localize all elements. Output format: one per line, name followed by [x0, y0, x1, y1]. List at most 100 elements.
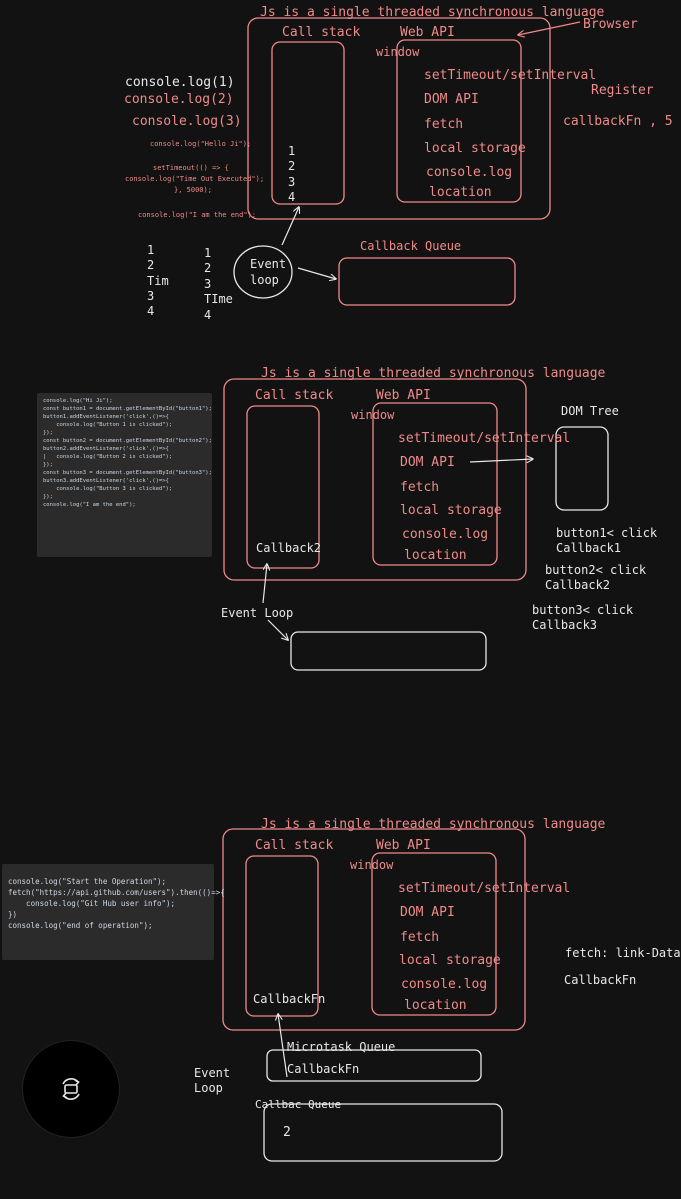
s2-api-item-0: setTimeout/setInterval — [398, 431, 571, 446]
s2-code-line: | console.log("Button 2 is clicked"); — [43, 454, 173, 460]
s2-outer-box — [223, 378, 527, 581]
s3-call-stack-label: Call stack — [255, 838, 334, 853]
s3-code-line: }) — [8, 910, 18, 919]
s1-event-loop-circle — [233, 245, 293, 299]
s2-note-4: button3< click — [532, 603, 634, 617]
s1-out2-4: 4 — [204, 308, 212, 322]
s2-api-item-5: location — [404, 548, 467, 563]
s2-code-line: button3.addEventListener('click',()=>{ — [43, 478, 169, 484]
s3-web-api-box — [371, 852, 497, 1016]
s2-event-loop-label: Event Loop — [221, 606, 294, 620]
s3-event-loop-label-0: Event — [194, 1066, 231, 1080]
s2-api-item-1: DOM API — [400, 455, 455, 470]
s1-out2-1: 2 — [204, 261, 212, 275]
s1-out1-4: 4 — [147, 304, 155, 318]
s2-note-0: button1< click — [556, 526, 658, 540]
s1-code-2: console.log("Time Out Executed"); — [125, 175, 265, 183]
s1-out1-0: 1 — [147, 243, 155, 257]
s2-web-api-label: Web API — [376, 388, 431, 403]
s2-call-stack-box — [246, 405, 320, 569]
s2-code-panel: console.log("Hi Ji"); const button1 = do… — [37, 393, 212, 557]
s3-fetch-note: fetch: link-Data — [565, 946, 681, 960]
s1-out2-2: 3 — [204, 277, 212, 291]
s2-arrow-loop-down — [267, 619, 288, 640]
s3-api-item-0: setTimeout/setInterval — [398, 881, 571, 896]
s1-stack-num-2: 3 — [288, 175, 296, 189]
s2-arrow-loop-up — [262, 564, 267, 604]
s3-code-line: console.log("Git Hub user info"); — [8, 899, 176, 908]
s1-register-label: Register — [591, 83, 654, 98]
s1-console-line-2: console.log(3) — [132, 114, 242, 129]
s2-code-line: const button3 = document.getElementById(… — [43, 470, 212, 476]
s1-callbackfn-label: callbackFn , 5 — [563, 114, 673, 129]
s1-stack-num-3: 4 — [288, 190, 296, 204]
sync-icon — [62, 1078, 80, 1100]
s2-code-line: console.log("Hi Ji"); — [43, 398, 113, 404]
s3-microtask-box — [266, 1049, 482, 1082]
s1-out1-2: Tim — [147, 274, 169, 288]
s1-callback-queue-box — [338, 257, 516, 306]
s1-code-3: }, 5000); — [174, 186, 212, 194]
s1-event-loop-label-1: loop — [250, 273, 279, 287]
s3-api-item-1: DOM API — [400, 905, 455, 920]
s1-arrow-loop-to-queue — [297, 267, 336, 279]
s3-api-item-5: location — [404, 998, 467, 1013]
diagram-canvas — [0, 17, 609, 1162]
s2-queue-box — [290, 631, 487, 671]
s3-event-loop-label-1: Loop — [194, 1081, 223, 1095]
s1-window-label: window — [376, 45, 420, 59]
s1-out2-0: 1 — [204, 246, 212, 260]
s2-note-1: Callback1 — [556, 541, 622, 555]
s2-title: Js is a single threaded synchronous lang… — [261, 366, 606, 381]
s3-callbackfn-note: CallbackFn — [564, 973, 637, 987]
s2-code-line: button2.addEventListener('click',()=>{ — [43, 446, 169, 452]
s2-code-line: const button1 = document.getElementById(… — [43, 406, 212, 412]
s2-api-item-2: fetch — [400, 480, 440, 495]
s2-web-api-box — [372, 402, 498, 566]
s2-code-line: console.log("Button 3 is clicked"); — [43, 486, 173, 492]
s1-out2-3: TIme — [204, 292, 233, 306]
s3-web-api-label: Web API — [376, 838, 431, 853]
s2-code-line: console.log("Button 1 is clicked"); — [43, 422, 173, 428]
s3-code-line: console.log("Start the Operation"); — [8, 877, 167, 886]
s2-api-item-3: local storage — [400, 503, 502, 518]
s1-api-item-4: console.log — [426, 165, 513, 180]
s1-code-4: console.log("I am the end"); — [138, 211, 257, 219]
s2-code-line: console.log("I am the end"); — [43, 502, 136, 508]
s2-window-label: window — [351, 408, 395, 422]
s2-code-line: }); — [43, 430, 53, 436]
s1-stack-num-1: 2 — [288, 159, 296, 173]
s3-api-item-3: local storage — [399, 953, 501, 968]
s1-stack-num-0: 1 — [288, 144, 296, 158]
s1-console-line-1: console.log(2) — [124, 92, 234, 107]
s2-dom-tree-box — [555, 426, 609, 511]
s2-call-stack-label: Call stack — [255, 388, 334, 403]
s2-api-item-4: console.log — [402, 527, 489, 542]
s3-title: Js is a single threaded synchronous lang… — [261, 817, 606, 832]
s1-web-api-label: Web API — [400, 25, 455, 40]
s1-outer-box — [247, 17, 551, 220]
s1-call-stack-box — [271, 41, 345, 205]
s1-out1-3: 3 — [147, 289, 155, 303]
s1-api-item-2: fetch — [424, 117, 464, 132]
s3-code-line: console.log("end of operation"); — [8, 921, 153, 930]
s1-callback-queue-label: Callback Queue — [360, 239, 462, 253]
s3-callback-queue-item: 2 — [283, 1125, 291, 1140]
s2-stack-item: Callback2 — [256, 541, 322, 555]
s3-api-item-4: console.log — [401, 977, 488, 992]
s2-note-5: Callback3 — [532, 618, 598, 632]
s1-api-item-0: setTimeout/setInterval — [424, 68, 597, 83]
s3-code-line: fetch("https://api.github.com/users").th… — [8, 888, 225, 897]
s1-call-stack-label: Call stack — [282, 25, 361, 40]
s2-arrow-dom — [469, 459, 533, 462]
s1-web-api-box — [396, 39, 522, 203]
s1-api-item-3: local storage — [424, 141, 526, 156]
s2-dom-tree-label: DOM Tree — [561, 404, 619, 418]
s2-code-line: }); — [43, 462, 53, 468]
s2-note-2: button2< click — [545, 563, 647, 577]
s3-code-panel: console.log("Start the Operation"); fetc… — [2, 864, 225, 960]
sync-button[interactable] — [22, 1040, 120, 1138]
s3-callback-queue-label: Callbac Queue — [255, 1098, 342, 1111]
s1-out1-1: 2 — [147, 258, 155, 272]
s2-code-line: }); — [43, 494, 53, 500]
